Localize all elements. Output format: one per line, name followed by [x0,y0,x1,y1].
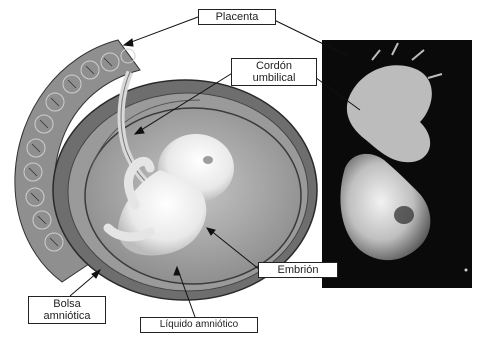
amniotic-sac-label-line1: Bolsa [32,298,102,310]
umbilical-cord-label: Cordón umbilical [231,58,317,86]
amniotic-sac-label-line2: amniótica [32,310,102,322]
amniotic-sac-label: Bolsa amniótica [28,296,106,324]
umbilical-cord-label-line2: umbilical [235,72,313,84]
embryo-photograph [322,40,472,288]
umbilical-cord-label-line1: Cordón [235,60,313,72]
embryo-label: Embrión [258,262,338,278]
embryo-label-text: Embrión [278,264,319,276]
amniotic-fluid-label: Líquido amniótico [140,317,258,333]
amniotic-fluid-label-text: Líquido amniótico [160,319,238,330]
placenta-label: Placenta [198,9,276,25]
placenta-label-text: Placenta [216,11,259,23]
